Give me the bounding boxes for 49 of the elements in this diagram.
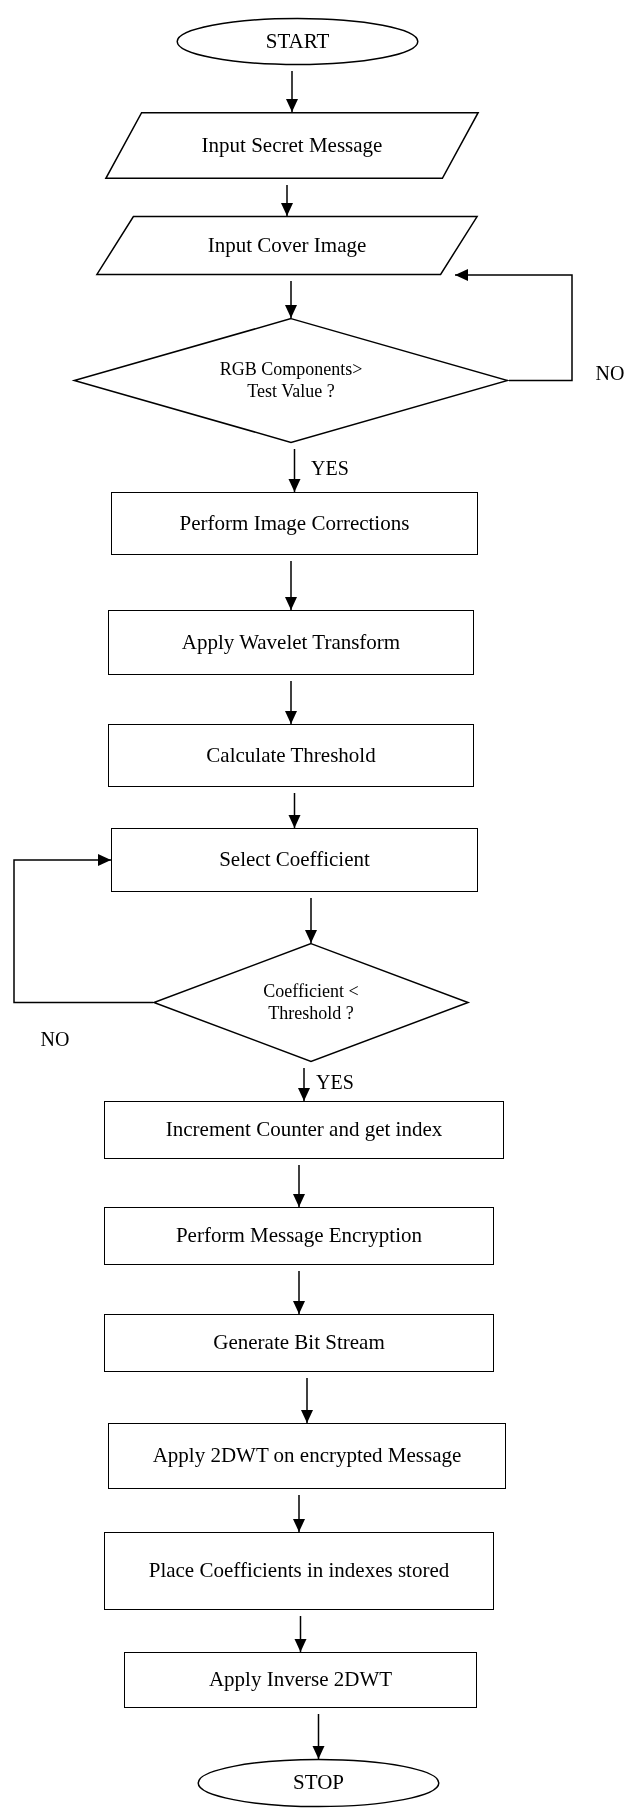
node-label: START (264, 28, 331, 55)
node-label: Increment Counter and get index (164, 1117, 444, 1143)
node-label: Apply Wavelet Transform (180, 629, 402, 656)
process-box (124, 1652, 477, 1708)
terminal-ellipse (176, 18, 419, 65)
arrow (294, 1615, 307, 1653)
node-label: Coefficient < Threshold ? (262, 980, 360, 1025)
input-parallelogram (95, 216, 479, 275)
node-label: Apply Inverse 2DWT (207, 1667, 394, 1693)
node-label: STOP (292, 1770, 345, 1796)
process-box (111, 492, 478, 555)
process-box (104, 1314, 494, 1372)
arrow (288, 448, 301, 493)
process-box (104, 1207, 494, 1265)
terminal-ellipse (197, 1759, 440, 1807)
arrow (286, 70, 298, 113)
node-label: Place Coefficients in indexes stored (147, 1558, 451, 1584)
arrow (301, 1377, 313, 1424)
node-label: Input Secret Message (200, 132, 384, 159)
node-label: Generate Bit Stream (212, 1330, 386, 1356)
node-label: Select Coefficient (218, 847, 371, 873)
process-box (108, 1423, 506, 1489)
decision-diamond (73, 318, 509, 443)
arrow (13, 854, 154, 1004)
node-label: Calculate Threshold (205, 742, 377, 769)
input-parallelogram (104, 112, 480, 179)
arrow (293, 1164, 305, 1208)
arrow (454, 269, 573, 382)
process-box (104, 1101, 504, 1159)
arrow (288, 792, 301, 829)
arrow (312, 1713, 325, 1760)
node-label: Perform Message Encryption (174, 1223, 424, 1249)
process-box (111, 828, 478, 892)
arrow (285, 280, 297, 319)
arrow (285, 560, 297, 611)
node-label: Perform Image Corrections (178, 510, 411, 537)
process-box (108, 724, 474, 787)
arrow (293, 1494, 305, 1533)
arrow (281, 184, 293, 217)
node-label: RGB Components> Test Value ? (218, 358, 364, 403)
arrow (285, 680, 297, 725)
process-box (108, 610, 474, 675)
node-label: Apply 2DWT on encrypted Message (151, 1443, 463, 1469)
node-label: Input Cover Image (206, 232, 368, 259)
process-box (104, 1532, 494, 1610)
decision-diamond (153, 943, 469, 1062)
arrow (293, 1270, 305, 1315)
arrow (305, 897, 317, 944)
arrow (298, 1067, 310, 1102)
